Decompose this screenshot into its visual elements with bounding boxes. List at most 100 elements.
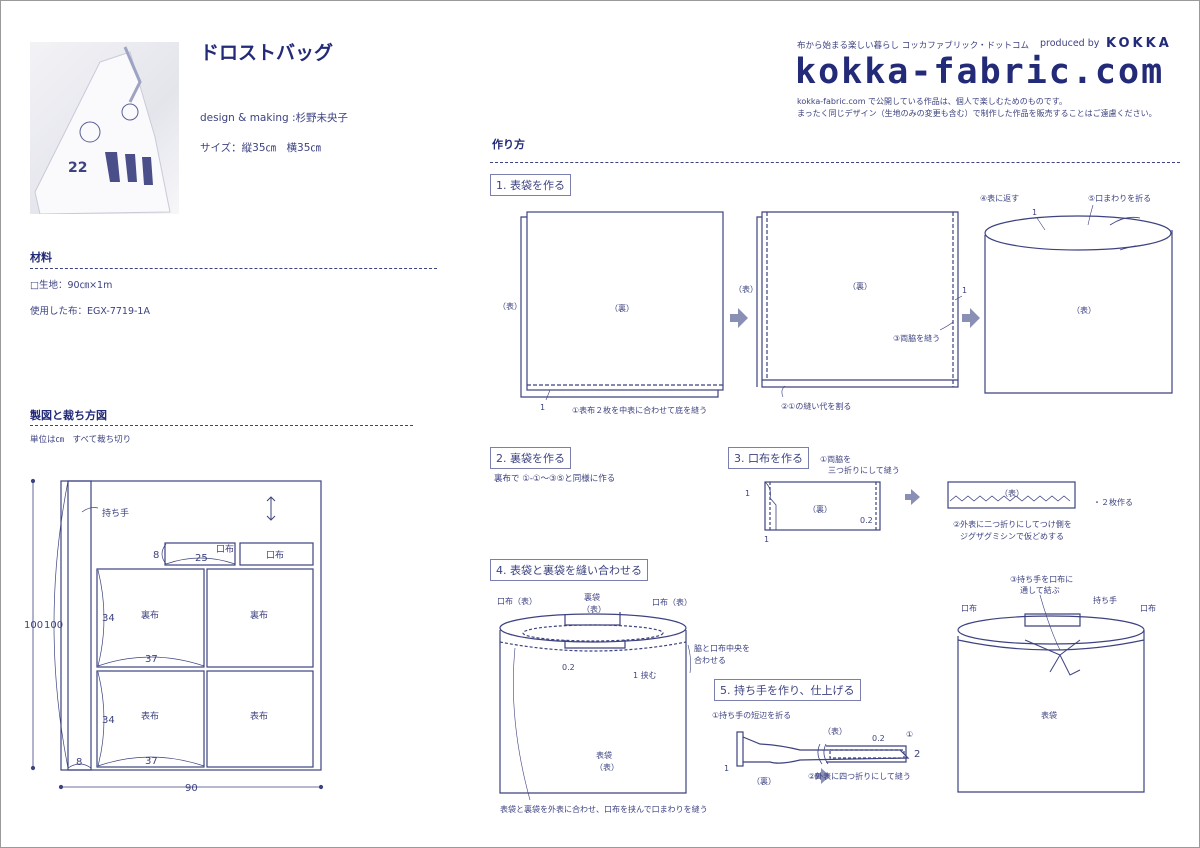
cutting-note: 単位は㎝ すべて裁ち切り <box>30 435 132 445</box>
label-urabukuro-omote: （表） <box>582 604 606 614</box>
step4-label: 4. 表袋と裏袋を縫い合わせる <box>490 559 648 581</box>
step2-label: 2. 裏袋を作る <box>490 447 571 469</box>
fabric-outline <box>60 480 322 771</box>
designer-credit: design & making :杉野未央子 <box>200 112 349 124</box>
label-uranuno: 裏布 <box>141 609 159 621</box>
dim-1: 1 <box>540 403 545 412</box>
label-ura: （裏） <box>848 281 872 291</box>
step3-diagram <box>764 481 1076 531</box>
step5-diagram <box>736 594 1145 793</box>
step1-diagram <box>520 204 1173 401</box>
label-omotebukuro: 表袋 <box>1041 710 1057 720</box>
dim-90: 90 <box>185 783 198 794</box>
dim-100: 100 <box>44 620 63 631</box>
step4-hasamu: 1 挟む <box>633 670 657 680</box>
label-ura: （裏） <box>610 303 634 313</box>
dim-1: 1 <box>745 489 750 498</box>
step5-note3b: 通して結ぶ <box>1020 585 1060 595</box>
dim-34: 34 <box>102 613 115 624</box>
label-ura: （裏） <box>752 776 776 786</box>
materials-used-fabric: 使用した布：EGX-7719-1A <box>30 306 150 317</box>
label-omote: （表） <box>498 301 522 311</box>
cutting-heading: 製図と裁ち方図 <box>30 409 107 422</box>
label-handle: 持ち手 <box>102 507 129 519</box>
dim-37: 37 <box>145 756 158 767</box>
svg-text:22: 22 <box>68 160 87 176</box>
label-uranuno: 裏布 <box>250 609 268 621</box>
dim-8: 8 <box>76 757 82 768</box>
step1-note2: ②①の縫い代を割る <box>781 401 851 411</box>
step3-note1a: ①両脇を <box>820 455 851 464</box>
howto-heading: 作り方 <box>492 138 525 151</box>
step4-align-a: 脇と口布中央を <box>694 643 750 653</box>
step-ref-1: ① <box>906 730 913 739</box>
dim-8: 8 <box>153 550 159 561</box>
step5-label: 5. 持ち手を作り、仕上げる <box>714 679 861 701</box>
arrow-icon <box>730 308 980 784</box>
bag-illustration: 22 <box>34 46 171 214</box>
kuchinuno-piece <box>239 542 314 566</box>
dim-0.2: 0.2 <box>562 663 575 672</box>
dim-1: 1 <box>962 286 967 295</box>
step4-note: 表袋と裏袋を外表に合わせ、口布を挟んで口まわりを縫う <box>500 804 708 814</box>
dim-1: 1 <box>724 764 729 773</box>
dim-37: 37 <box>145 654 158 665</box>
label-ura: （裏） <box>808 504 832 514</box>
label-omotenuno: 表布 <box>141 710 159 722</box>
step2-note: 裏布で ①-①～③⑤と同様に作る <box>494 474 616 484</box>
uranuno-piece <box>96 568 205 668</box>
dim-25: 25 <box>195 553 208 564</box>
materials-fabric: □生地：90㎝×1m <box>30 280 113 291</box>
label-omotebukuro-omote: （表） <box>595 762 619 772</box>
label-omote: （表） <box>823 726 847 736</box>
tagline: 布から始まる楽しい暮らし コッカファブリック・ドットコム <box>797 41 1030 51</box>
step1-note1: ①表布２枚を中表に合わせて底を縫う <box>572 405 707 415</box>
step1-note5: ⑤口まわりを折る <box>1088 193 1151 203</box>
kuchinuno-piece <box>164 542 236 566</box>
label-handle: 持ち手 <box>1093 595 1117 605</box>
step4-align-b: 合わせる <box>694 655 726 665</box>
page-title: ドロストバッグ <box>200 42 334 64</box>
divider <box>490 162 1180 163</box>
divider <box>30 268 437 269</box>
step3-note1b: 三つ折りにして縫う <box>828 465 900 475</box>
label-kuchinuno: 口布 <box>1140 603 1156 613</box>
label-kuchinuno: 口布 <box>266 549 284 561</box>
finished-size: サイズ：縦35㎝ 横35㎝ <box>200 142 321 154</box>
dim-0.2: 0.2 <box>860 516 873 525</box>
label-kuchinuno-omote: 口布（表） <box>652 597 692 607</box>
produced-by: produced by <box>1040 38 1100 49</box>
step1-label: 1. 表袋を作る <box>490 174 571 196</box>
label-omote: （表） <box>1000 488 1024 498</box>
step3-count: ・２枚作る <box>1093 497 1133 507</box>
dim-100: 100 <box>24 620 43 631</box>
label-kuchinuno: 口布 <box>961 603 977 613</box>
brand-name: KOKKA <box>1106 36 1172 51</box>
step3-note2a: ②外表に二つ折りにしてつけ側を <box>953 519 1072 529</box>
dim-1: 1 <box>1032 208 1037 217</box>
label-omotenuno: 表布 <box>250 710 268 722</box>
step5-note3a: ③持ち手を口布に <box>1010 574 1073 584</box>
notice-line-1: kokka-fabric.com で公開している作品は、個人で楽しむためのもので… <box>797 97 1067 106</box>
step4-diagram <box>499 612 691 801</box>
notice-line-2: まったく同じデザイン（生地のみの変更も含む）で制作した作品を販売することはご遠慮… <box>797 109 1157 118</box>
omotenuno-piece <box>96 670 205 768</box>
label-omotebukuro: 表袋 <box>596 750 612 760</box>
handle-piece <box>67 480 92 771</box>
step5-note1: ①持ち手の短辺を折る <box>712 710 791 720</box>
step3-note2b: ジグザグミシンで仮どめする <box>960 531 1064 541</box>
materials-heading: 材料 <box>30 251 52 264</box>
dim-0.2: 0.2 <box>872 734 885 743</box>
uranuno-piece <box>206 568 314 668</box>
divider <box>30 425 413 426</box>
cutting-diagram <box>30 478 324 790</box>
label-urabukuro: 裏袋 <box>584 592 600 602</box>
dim-1: 1 <box>764 535 769 544</box>
label-kuchinuno: 口布 <box>216 543 234 555</box>
label-omote: （表） <box>1072 305 1096 315</box>
product-photo: 22 <box>30 42 179 214</box>
step3-label: 3. 口布を作る <box>728 447 809 469</box>
dim-34: 34 <box>102 715 115 726</box>
label-omote: （表） <box>734 284 758 294</box>
